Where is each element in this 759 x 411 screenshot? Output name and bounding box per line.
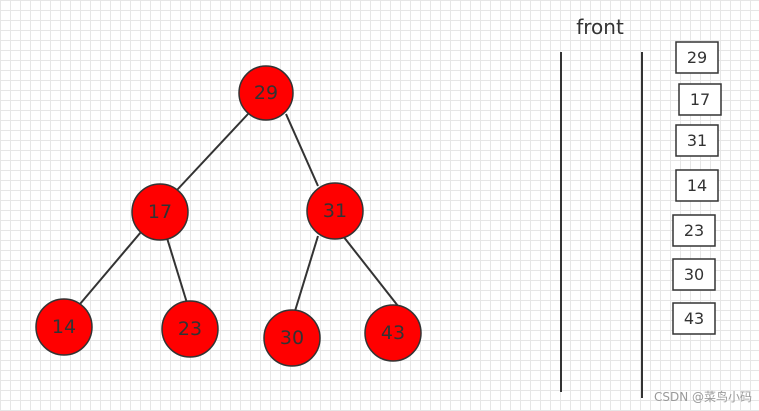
tree-node-14-label: 14 xyxy=(52,316,76,338)
tree-node-23-circle xyxy=(161,300,219,358)
queue-item-14: 14 xyxy=(675,169,719,202)
queue-item-14-box xyxy=(675,169,719,202)
tree-node-14-circle xyxy=(35,298,93,356)
queue-front-label: front xyxy=(576,15,624,39)
queue-item-17-box xyxy=(678,83,722,116)
queue-item-23-box xyxy=(672,214,716,247)
tree-node-43-label: 43 xyxy=(381,322,405,344)
tree-edges xyxy=(79,113,399,312)
tree-node-30-label: 30 xyxy=(280,327,304,349)
queue-item-43: 43 xyxy=(672,302,716,335)
queue-item-30-box xyxy=(672,258,716,291)
tree-edge-29-17 xyxy=(176,113,249,191)
tree-node-43-circle xyxy=(364,304,422,362)
tree-node-43: 43 xyxy=(364,304,422,362)
tree-edge-29-31 xyxy=(285,113,319,187)
tree-node-23-label: 23 xyxy=(178,318,202,340)
queue-item-17: 17 xyxy=(678,83,722,116)
queue-item-23-label: 23 xyxy=(684,221,704,240)
tree-node-29-label: 29 xyxy=(254,82,278,104)
tree-node-29-circle xyxy=(238,65,294,121)
queue-item-30: 30 xyxy=(672,258,716,291)
queue: front 29 17 31 14 23 30 43 xyxy=(560,15,722,398)
tree-node-31: 31 xyxy=(306,182,364,240)
queue-item-31-box xyxy=(675,124,719,157)
queue-item-29: 29 xyxy=(675,41,719,74)
queue-item-23: 23 xyxy=(672,214,716,247)
tree-node-30-circle xyxy=(263,309,321,367)
tree-edge-31-30 xyxy=(294,235,319,312)
tree-edge-31-43 xyxy=(342,235,399,307)
queue-item-30-label: 30 xyxy=(684,265,704,284)
queue-item-29-label: 29 xyxy=(687,48,707,67)
queue-item-31-label: 31 xyxy=(687,131,707,150)
tree-node-14: 14 xyxy=(35,298,93,356)
queue-item-43-box xyxy=(672,302,716,335)
tree-node-17-label: 17 xyxy=(148,201,172,223)
tree-node-17: 17 xyxy=(131,183,189,241)
tree-edge-17-23 xyxy=(166,237,188,304)
tree-node-31-circle xyxy=(306,182,364,240)
tree-node-17-circle xyxy=(131,183,189,241)
tree-node-30: 30 xyxy=(263,309,321,367)
queue-item-43-label: 43 xyxy=(684,309,704,328)
tree-edge-17-14 xyxy=(79,231,142,305)
tree-node-23: 23 xyxy=(161,300,219,358)
tree-node-29: 29 xyxy=(238,65,294,121)
tree-nodes: 29 17 31 14 23 30 43 xyxy=(35,65,422,367)
tree-node-31-label: 31 xyxy=(323,200,347,222)
watermark: CSDN @菜鸟小码 xyxy=(654,389,752,404)
queue-item-14-label: 14 xyxy=(687,176,707,195)
queue-item-17-label: 17 xyxy=(690,90,710,109)
queue-item-29-box xyxy=(675,41,719,74)
queue-item-31: 31 xyxy=(675,124,719,157)
